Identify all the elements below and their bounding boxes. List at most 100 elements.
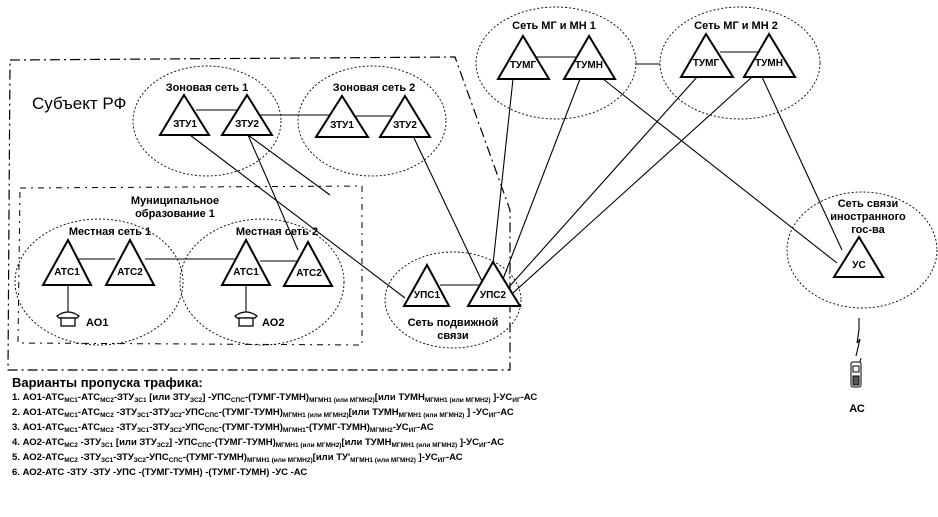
route-subscript: МС2 — [64, 442, 78, 449]
route-item: 2. АО1-АТСМС1-АТСМС2 -ЗТУЗС1-ЗТУЗС2-УПСС… — [12, 408, 537, 423]
route-number: 1. — [12, 392, 23, 403]
route-segment: АО2-АТС — [22, 467, 65, 478]
route-segment: -УПССПС — [181, 422, 219, 434]
route-number: 4. — [12, 437, 23, 448]
route-segment: -ЗТУЗС1 — [77, 437, 114, 449]
mobile-network-label-line1: Сеть подвижной — [408, 317, 499, 329]
route-segment: АО2-АТСМС2 — [22, 437, 78, 449]
route-subscript: ИГ — [437, 457, 446, 464]
node-label: ТУМН — [575, 60, 603, 71]
node-label: УПС1 — [414, 290, 441, 301]
route-subscript: СПС — [197, 442, 212, 449]
node-local1-atc2 — [104, 237, 156, 286]
link-tumn2-us — [761, 76, 843, 251]
route-segment: -УПССПС — [181, 407, 219, 419]
route-subscript: ЗС2 — [190, 397, 203, 404]
route-subscript: МГМН1 (или МГМН2) — [275, 442, 342, 449]
radio-link-zigzag — [855, 329, 861, 357]
route-number: 5. — [12, 452, 23, 463]
mgmn-network-1-label: Сеть МГ и МН 1 — [512, 20, 596, 32]
local-network-2-ellipse — [179, 218, 345, 346]
link-ups2-tumn2 — [502, 76, 753, 303]
route-segment: -АТСМС2 — [77, 422, 114, 434]
mobile-network-label-line2: связи — [437, 330, 468, 342]
route-segment: -АС — [446, 452, 463, 463]
node-label: ЗТУ2 — [235, 119, 259, 130]
route-segment: АО1-АТСМС1 — [22, 407, 78, 419]
route-segment: ] -УСИГ — [464, 407, 498, 419]
node-label: АТС2 — [296, 268, 322, 279]
route-subscript: ЗС1 — [101, 442, 114, 449]
mgmn-network-1-ellipse — [475, 6, 637, 120]
route-subscript: ЗС2 — [169, 412, 182, 419]
route-subscript: МС2 — [100, 397, 114, 404]
route-segment: -(ТУМГ-ТУМН) — [202, 467, 270, 478]
route-segment: -(ТУМГ-ТУМН) — [135, 467, 203, 478]
node-mgmn2-tumn — [742, 32, 797, 78]
route-segment: -(ТУМГ-ТУМН)МГМН2 — [305, 422, 393, 434]
route-subscript: МГМН1 (или МГМН2) — [398, 412, 465, 419]
node-label: УПС2 — [480, 290, 507, 301]
route-segment: АО1-АТСМС1 — [22, 422, 78, 434]
node-us — [832, 235, 885, 278]
mobile-phone-icon — [850, 357, 862, 388]
municipal-label-line2: образование 1 — [135, 208, 215, 220]
traffic-routes: Варианты пропуска трафика: 1. АО1-АТСМС1… — [12, 376, 537, 483]
municipal-label-line1: Муниципальное — [131, 195, 219, 207]
route-segment: -ЗТУЗС1 — [113, 392, 147, 404]
link-ups2-tumg2 — [499, 76, 698, 298]
route-segment: -(ТУМГ-ТУМН)МГМН1 (или МГМН2) — [244, 392, 375, 404]
zone-network-2-ellipse — [297, 65, 447, 177]
node-ups2 — [466, 260, 522, 307]
route-segment: -АТСМС2 — [77, 407, 114, 419]
zone-network-2-label: Зоновая сеть 2 — [333, 82, 416, 94]
route-subscript: ИГ — [512, 397, 521, 404]
route-subscript: ЗС2 — [156, 442, 169, 449]
link-ztu2-zone2-ups2 — [413, 137, 491, 299]
route-segment: [или ТУМНМГМН1 (или МГМН2) — [348, 407, 465, 419]
route-subscript: МС2 — [100, 412, 114, 419]
node-label: ТУМГ — [510, 60, 537, 71]
node-label: ЗТУ1 — [173, 119, 197, 130]
route-subscript: ИГ — [478, 442, 488, 449]
zone-network-1-label: Зоновая сеть 1 — [166, 82, 249, 94]
route-subscript: МС2 — [100, 427, 114, 434]
telephone-icon — [234, 311, 258, 327]
link-tumn1-us — [602, 78, 838, 264]
route-subscript: МС1 — [64, 412, 78, 419]
local-network-1-ellipse — [14, 218, 184, 346]
node-mgmn1-tumn — [562, 34, 617, 80]
node-label: ЗТУ2 — [393, 120, 417, 131]
route-segment: -(ТУМГ-ТУМН)МГМН1 (или МГМН2) — [218, 407, 349, 419]
route-subscript: ЗС1 — [136, 427, 150, 434]
route-segment: -АС — [497, 407, 514, 418]
route-number: 2. — [12, 407, 23, 418]
route-segment: -(ТУМГ-ТУМН)МГМН1 (или МГМН2) — [182, 452, 313, 464]
route-item: 4. АО2-АТСМС2 -ЗТУЗС1 [или ЗТУЗС2] -УПСС… — [12, 438, 537, 453]
route-segment: -(ТУМГ-ТУМН)МГМН1 (или МГМН2) — [211, 437, 342, 449]
link-ups2-tumg1 — [489, 78, 514, 293]
route-segment: -АС — [520, 392, 538, 403]
node-label: АТС1 — [54, 267, 80, 278]
route-segment: АО2-АТСМС2 — [22, 452, 78, 464]
route-segment: -АС — [417, 422, 434, 433]
route-subscript: СПС — [230, 397, 245, 404]
route-segment: ]-УСИГ — [457, 437, 488, 449]
route-subscript: МГМН1 (или МГМН2) — [391, 442, 458, 449]
route-subscript: МГМН1 — [282, 427, 306, 434]
route-segment: -(ТУМГ-ТУМН)МГМН1 — [218, 422, 306, 434]
route-subscript: МГМН1 (или МГМН2) — [282, 412, 349, 419]
node-label: ТУМН — [755, 58, 783, 69]
route-subscript: ЗС1 — [136, 412, 150, 419]
route-segment: [или ЗТУЗС2 — [113, 437, 169, 449]
route-subscript: ЗС2 — [169, 427, 182, 434]
node-mgmn1-tumg — [496, 34, 551, 80]
link-ztu1-ups1 — [189, 134, 406, 299]
route-item: 6. АО2-АТС -ЗТУ -ЗТУ -УПС -(ТУМГ-ТУМН) -… — [12, 468, 537, 483]
route-segment: -УС — [269, 467, 288, 478]
local-network-2-label: Местная сеть 2 — [236, 226, 318, 238]
route-item: 1. АО1-АТСМС1-АТСМС2-ЗТУЗС1 [или ЗТУЗС2]… — [12, 393, 537, 408]
node-mgmn2-tumg — [679, 32, 735, 78]
node-label: ТУМГ — [693, 58, 720, 69]
